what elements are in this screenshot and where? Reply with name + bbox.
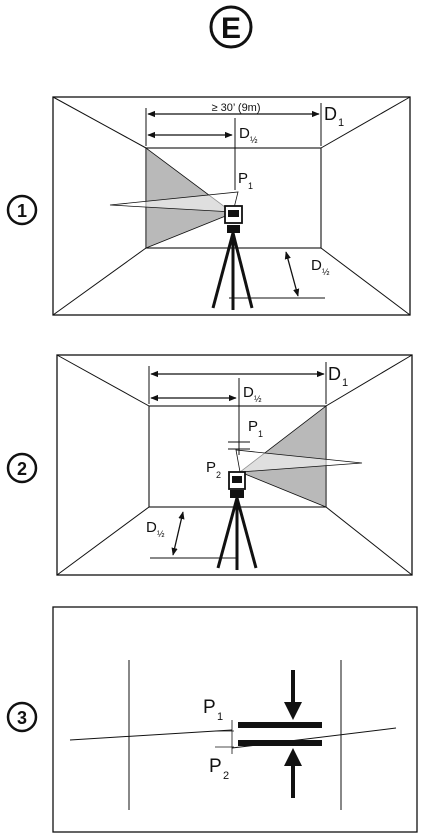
d1-label: D	[324, 104, 337, 124]
step-1-panel: 1 ≥ 30’ (9m) D 1 D ½	[6, 96, 411, 316]
p1-label: P	[203, 697, 216, 718]
laser-line-p1	[69, 729, 233, 741]
dhalf-label: D	[239, 125, 250, 142]
p1-subscript: 1	[217, 711, 223, 723]
dhalf-vertical-label: D	[146, 519, 157, 536]
distance-label: ≥ 30’ (9m)	[211, 102, 260, 114]
d1-subscript: 1	[338, 117, 344, 129]
laser-on-tripod	[216, 471, 258, 570]
dhalf-label: D	[243, 384, 254, 401]
section-letter-badge: E	[209, 5, 253, 49]
p2-subscript: 2	[216, 470, 221, 480]
step-3-panel: 3 P 1 P 2	[6, 606, 418, 833]
mark-bar-top	[238, 722, 322, 728]
p1-label: P	[248, 418, 258, 435]
dhalf-subscript: ½	[254, 394, 262, 404]
arrow-down	[284, 670, 302, 720]
section-letter: E	[221, 12, 241, 45]
step-3-badge: 3	[6, 701, 38, 733]
p2-label: P	[206, 459, 216, 476]
laser-fan-beam	[109, 191, 239, 213]
dhalf-subscript: ½	[250, 135, 258, 145]
step-1-badge: 1	[6, 194, 38, 226]
dhalf-vertical-subscript: ½	[322, 267, 330, 277]
step-2-panel: 2 D 1 D ½ P	[6, 354, 413, 576]
p2-subscript: 2	[223, 770, 229, 782]
dhalf-vertical-subscript: ½	[157, 529, 165, 539]
mark-bar-bottom	[238, 740, 322, 746]
laser-fan-beam	[235, 449, 363, 473]
step-2-number: 2	[17, 459, 27, 479]
arrow-up	[284, 748, 302, 798]
p2-label: P	[209, 756, 222, 777]
p1-subscript: 1	[258, 429, 263, 439]
laser-on-tripod	[211, 205, 254, 310]
p1-label: P	[238, 170, 248, 187]
dhalf-vertical-label: D	[311, 257, 322, 274]
step-3-number: 3	[17, 708, 27, 728]
step-1-number: 1	[17, 201, 27, 221]
p1-subscript: 1	[248, 181, 253, 191]
d1-subscript: 1	[342, 377, 348, 389]
d1-label: D	[328, 364, 341, 384]
step-2-badge: 2	[6, 452, 38, 484]
